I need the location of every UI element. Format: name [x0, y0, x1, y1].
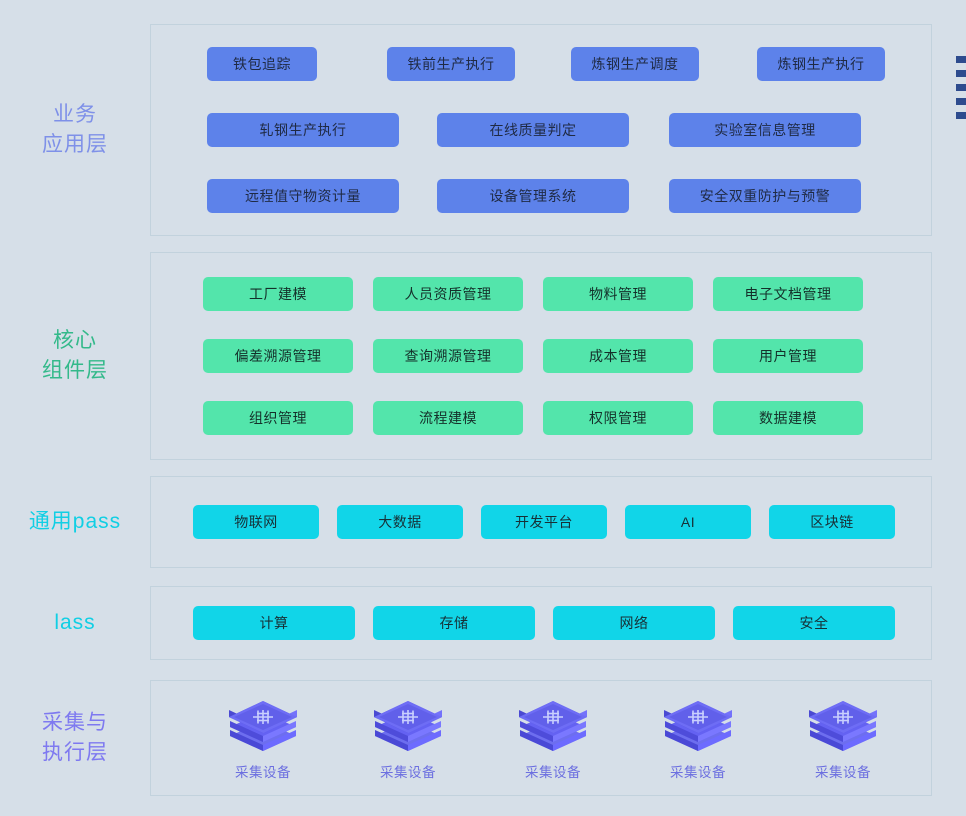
collection-device-icon [516, 695, 590, 757]
chip-tie-qian-sheng-chan-zhi-xing[interactable]: 铁前生产执行 [387, 47, 515, 81]
device-item-1[interactable]: 采集设备 [348, 695, 468, 781]
device-item-label: 采集设备 [235, 765, 291, 780]
chip-ren-yuan-zi-zhi-guan-li[interactable]: 人员资质管理 [373, 277, 523, 311]
layer-acquisition-execution-label: 采集与 执行层 [42, 711, 108, 764]
layer-iaas-label: lass [54, 611, 96, 634]
layer-business-application-panel: 铁包追踪 铁前生产执行 炼钢生产调度 炼钢生产执行 轧钢生产执行 在线质量判定 … [150, 24, 932, 236]
chip-wang-luo[interactable]: 网络 [553, 606, 715, 640]
business-row-2: 轧钢生产执行 在线质量判定 实验室信息管理 [207, 113, 901, 147]
core-row-1: 工厂建模 人员资质管理 物料管理 电子文档管理 [203, 277, 907, 311]
device-item-label: 采集设备 [380, 765, 436, 780]
chip-liu-cheng-jian-mo[interactable]: 流程建模 [373, 401, 523, 435]
layer-core-component-label: 核心 组件层 [42, 329, 108, 382]
chip-zai-xian-zhi-liang-pan-ding[interactable]: 在线质量判定 [437, 113, 629, 147]
business-row-1: 铁包追踪 铁前生产执行 炼钢生产调度 炼钢生产执行 [207, 47, 901, 81]
layer-common-paas-label: 通用pass [28, 510, 122, 533]
chip-dian-zi-wen-dang-guan-li[interactable]: 电子文档管理 [713, 277, 863, 311]
layer-common-paas: 通用pass 物联网 大数据 开发平台 AI 区块链 [0, 476, 966, 568]
chip-shi-yan-shi-xin-xi-guan-li[interactable]: 实验室信息管理 [669, 113, 861, 147]
chip-cheng-ben-guan-li[interactable]: 成本管理 [543, 339, 693, 373]
chip-ji-suan[interactable]: 计算 [193, 606, 355, 640]
edge-marker-1 [956, 70, 966, 77]
chip-tie-bao-zhui-zong[interactable]: 铁包追踪 [207, 47, 317, 81]
chip-qu-kuai-lian[interactable]: 区块链 [769, 505, 895, 539]
chip-she-bei-guan-li-xi-tong[interactable]: 设备管理系统 [437, 179, 629, 213]
chip-quan-xian-guan-li[interactable]: 权限管理 [543, 401, 693, 435]
chip-wu-liao-guan-li[interactable]: 物料管理 [543, 277, 693, 311]
layer-iaas-panel: 计算 存储 网络 安全 [150, 586, 932, 660]
chip-cha-xun-su-yuan-guan-li[interactable]: 查询溯源管理 [373, 339, 523, 373]
chip-an-quan[interactable]: 安全 [733, 606, 895, 640]
edge-marker-4 [956, 112, 966, 119]
collection-device-icon [226, 695, 300, 757]
edge-marker-3 [956, 98, 966, 105]
business-row-3: 远程值守物资计量 设备管理系统 安全双重防护与预警 [207, 179, 901, 213]
core-row-2: 偏差溯源管理 查询溯源管理 成本管理 用户管理 [203, 339, 907, 373]
chip-lian-gang-sheng-chan-zhi-xing[interactable]: 炼钢生产执行 [757, 47, 885, 81]
chip-pian-cha-su-yuan-guan-li[interactable]: 偏差溯源管理 [203, 339, 353, 373]
chip-zha-gang-sheng-chan-zhi-xing[interactable]: 轧钢生产执行 [207, 113, 399, 147]
core-row-3: 组织管理 流程建模 权限管理 数据建模 [203, 401, 907, 435]
collection-device-icon [371, 695, 445, 757]
device-item-3[interactable]: 采集设备 [638, 695, 758, 781]
chip-da-shu-ju[interactable]: 大数据 [337, 505, 463, 539]
chip-gong-chang-jian-mo[interactable]: 工厂建模 [203, 277, 353, 311]
chip-yuan-cheng-zhi-shou-wu-zi-ji-liang[interactable]: 远程值守物资计量 [207, 179, 399, 213]
edge-marker-2 [956, 84, 966, 91]
collection-device-icon [661, 695, 735, 757]
edge-marker-0 [956, 56, 966, 63]
chip-ai[interactable]: AI [625, 505, 751, 539]
chip-kai-fa-ping-tai[interactable]: 开发平台 [481, 505, 607, 539]
device-item-2[interactable]: 采集设备 [493, 695, 613, 781]
layer-acquisition-execution: 采集与 执行层 [0, 680, 966, 796]
chip-lian-gang-sheng-chan-diao-du[interactable]: 炼钢生产调度 [571, 47, 699, 81]
layer-acquisition-execution-panel: 采集设备 [150, 680, 932, 796]
device-item-label: 采集设备 [525, 765, 581, 780]
layer-business-application-label: 业务 应用层 [42, 103, 108, 156]
chip-yong-hu-guan-li[interactable]: 用户管理 [713, 339, 863, 373]
device-item-0[interactable]: 采集设备 [203, 695, 323, 781]
collection-device-icon [806, 695, 880, 757]
device-item-label: 采集设备 [815, 765, 871, 780]
chip-an-quan-shuang-zhong-fang-hu-yu-yu-jing[interactable]: 安全双重防护与预警 [669, 179, 861, 213]
chip-wu-lian-wang[interactable]: 物联网 [193, 505, 319, 539]
layer-business-application: 业务 应用层 铁包追踪 铁前生产执行 炼钢生产调度 炼钢生产执行 轧钢生产执行 … [0, 24, 966, 236]
chip-zu-zhi-guan-li[interactable]: 组织管理 [203, 401, 353, 435]
edge-marker-list [948, 56, 966, 119]
layer-iaas: lass 计算 存储 网络 安全 [0, 586, 966, 660]
device-item-label: 采集设备 [670, 765, 726, 780]
layer-common-paas-panel: 物联网 大数据 开发平台 AI 区块链 [150, 476, 932, 568]
layer-core-component: 核心 组件层 工厂建模 人员资质管理 物料管理 电子文档管理 偏差溯源管理 查询… [0, 252, 966, 460]
chip-cun-chu[interactable]: 存储 [373, 606, 535, 640]
device-item-4[interactable]: 采集设备 [783, 695, 903, 781]
layer-core-component-panel: 工厂建模 人员资质管理 物料管理 电子文档管理 偏差溯源管理 查询溯源管理 成本… [150, 252, 932, 460]
chip-shu-ju-jian-mo[interactable]: 数据建模 [713, 401, 863, 435]
